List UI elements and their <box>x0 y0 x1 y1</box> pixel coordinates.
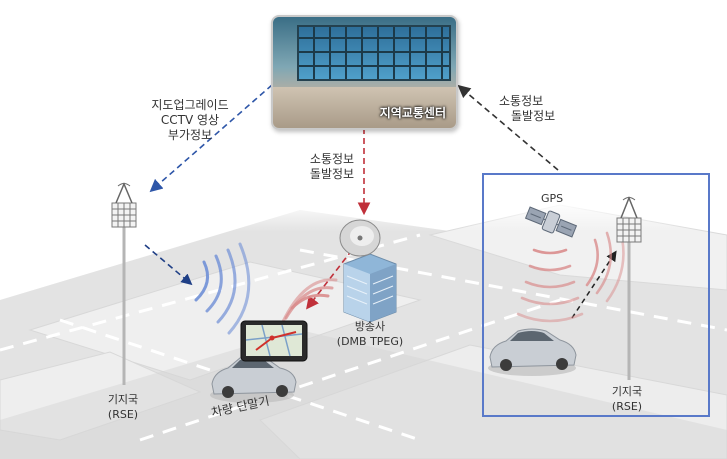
video-wall <box>297 25 451 81</box>
arrow-vehicle-to-rse <box>571 250 617 319</box>
gps-signal-waves <box>516 248 584 323</box>
arrow-broadcaster-to-vehicle <box>306 249 353 310</box>
control-desk <box>273 87 456 128</box>
broadcast-signal-waves <box>278 278 338 330</box>
broadcaster-label: 방송사 (DMB TPEG) <box>336 320 404 348</box>
gps-satellite <box>524 206 578 238</box>
traffic-center-card: 지역교통센터 <box>271 15 458 130</box>
navigation-terminal <box>240 320 308 362</box>
gps-area-frame <box>482 173 710 417</box>
vehicle-right <box>488 328 577 376</box>
broadcaster-building <box>339 219 397 323</box>
vehicle-left <box>210 355 297 403</box>
arrow-vehicle-to-center <box>457 84 559 171</box>
arrow-center-to-rse <box>149 84 273 193</box>
flow-right-label: 소통정보 돌발정보 <box>499 94 556 123</box>
rse-right-label: 기지국 (RSE) <box>611 385 643 413</box>
rse-tower-right <box>616 195 642 380</box>
traffic-center-label: 지역교통센터 <box>379 106 446 120</box>
flow-left-label: 지도업그레이드 CCTV 영상 부가정보 <box>151 98 229 142</box>
gps-label: GPS <box>541 192 564 205</box>
rse-tower-left <box>111 182 137 385</box>
city-road-grid <box>0 200 727 459</box>
rse-signal-waves <box>194 242 251 335</box>
flow-down-label: 소통정보 돌발정보 <box>309 152 355 181</box>
rse-left-label: 기지국 (RSE) <box>107 393 139 421</box>
